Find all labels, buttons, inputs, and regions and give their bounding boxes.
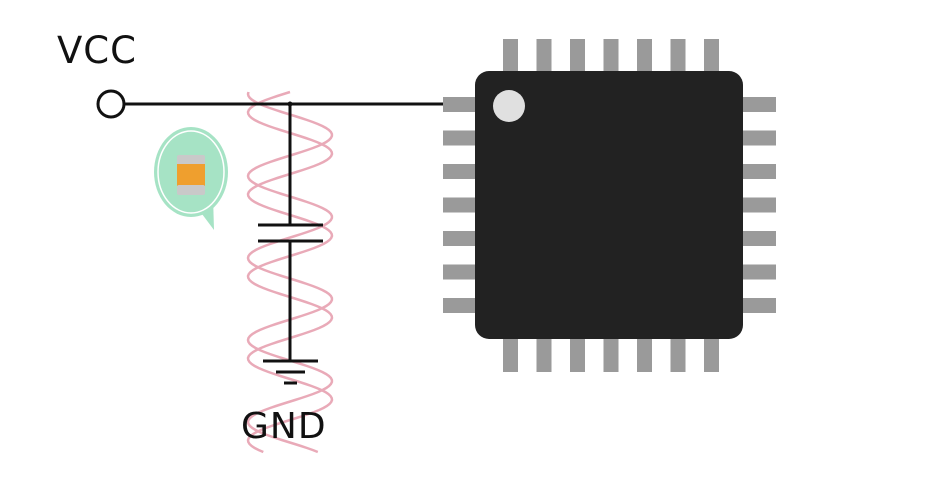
- chip-pin-top: [670, 39, 686, 75]
- chip-pins: [443, 39, 776, 372]
- chip-pin-bottom: [603, 335, 619, 372]
- chip-pin-top: [503, 39, 518, 75]
- gnd-label: GND: [241, 406, 327, 447]
- chip-pin-left: [443, 164, 479, 179]
- chip-pin-right: [739, 197, 776, 213]
- chip-pin-bottom: [637, 335, 652, 372]
- chip-pin-left: [443, 264, 479, 280]
- capacitor-symbol: [258, 104, 323, 361]
- chip-pin-left: [443, 97, 479, 112]
- chip-pin-bottom: [704, 335, 719, 372]
- chip-pin-bottom: [536, 335, 552, 372]
- chip-pin-bottom: [670, 335, 686, 372]
- vcc-net: [96, 89, 446, 119]
- chip-pin-bottom: [503, 335, 518, 372]
- smd-capacitor-icon: [177, 155, 205, 195]
- chip-pin-right: [739, 298, 776, 313]
- chip-pin-right: [739, 97, 776, 112]
- microcontroller-chip: [443, 39, 776, 372]
- vcc-label: VCC: [57, 29, 137, 72]
- chip-pin-left: [443, 231, 479, 246]
- chip-pin-right: [739, 264, 776, 280]
- chip-pin-left: [443, 298, 479, 313]
- callout-bubble: [154, 127, 228, 230]
- chip-pin-right: [739, 164, 776, 179]
- chip-pin-top: [704, 39, 719, 75]
- chip-pin-top: [570, 39, 585, 75]
- ground-symbol-icon: [263, 359, 318, 385]
- chip-pin-right: [739, 130, 776, 146]
- vcc-terminal-icon: [96, 89, 126, 119]
- chip-pin-top: [536, 39, 552, 75]
- chip-pin-bottom: [570, 335, 585, 372]
- chip-pin-top: [637, 39, 652, 75]
- chip-pin-left: [443, 197, 479, 213]
- chip-pin-right: [739, 231, 776, 246]
- chip-pin-top: [603, 39, 619, 75]
- chip-pin-left: [443, 130, 479, 146]
- sine-wave-noise-icon: [246, 90, 334, 454]
- pin1-dot-icon: [493, 90, 525, 122]
- chip-body: [475, 71, 743, 339]
